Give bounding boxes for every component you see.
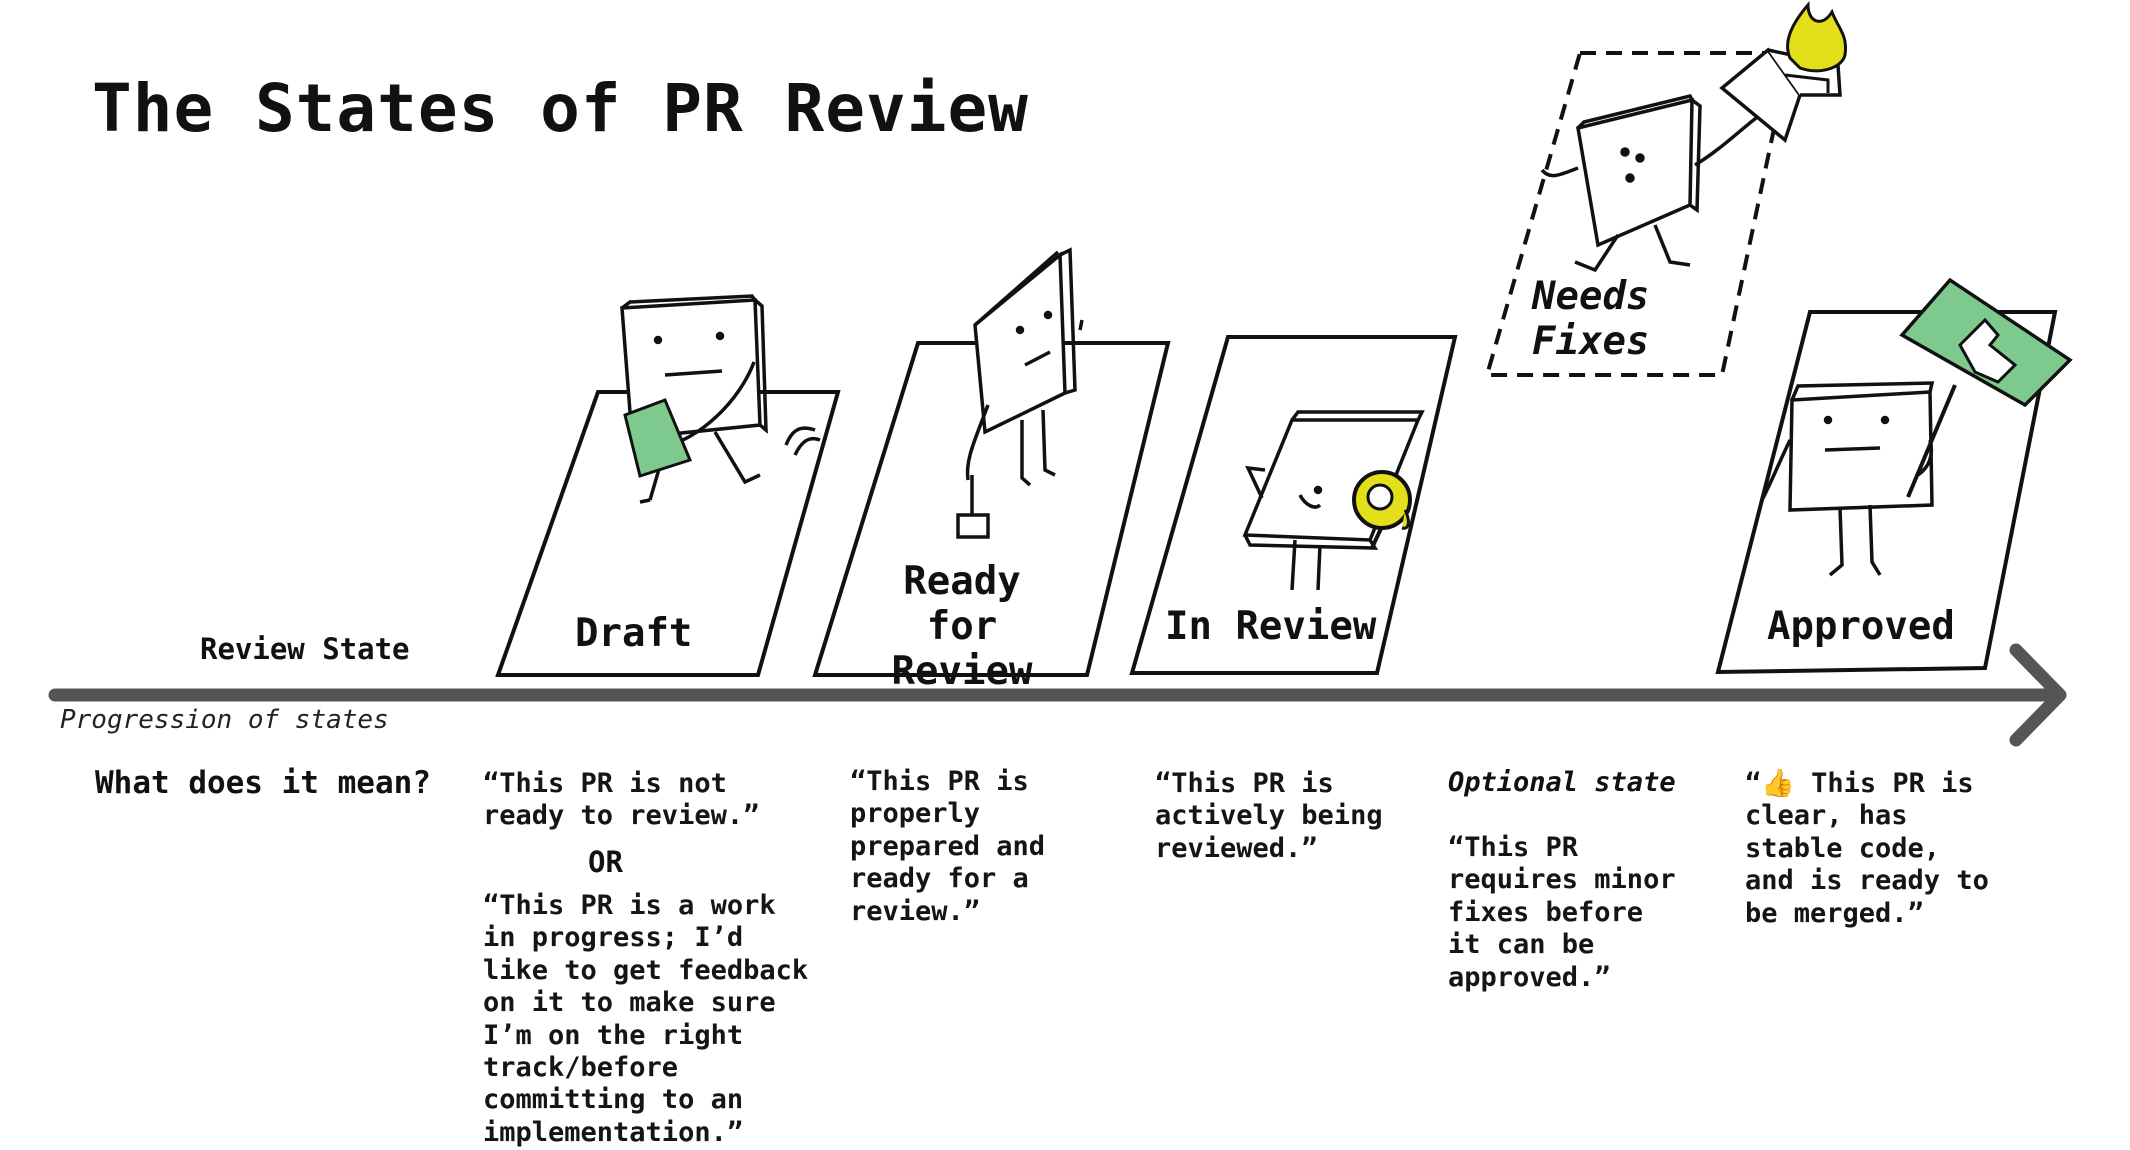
ready-card: [812, 341, 1171, 677]
document-character-icon: [1540, 93, 1762, 273]
description-approved: “👍 This PR is clear, has stable code, an…: [1745, 768, 1989, 929]
description-needs-fixes: “This PR requires minor fixes before it …: [1448, 832, 1676, 993]
draft-stage: [495, 294, 841, 677]
hiking-stick-icon: [956, 475, 990, 539]
description-in-review: “This PR is actively being reviewed.”: [1155, 768, 1383, 864]
meaning-row-label: What does it mean?: [95, 765, 431, 801]
thumbs-up-sign-icon: [1899, 277, 2073, 498]
document-character-icon: [1760, 381, 1935, 577]
progression-label: Progression of states: [60, 705, 389, 735]
description-ready: “This PR is properly prepared and ready …: [850, 766, 1046, 927]
optional-state-note: Optional state: [1448, 767, 1676, 798]
document-character-icon: [965, 247, 1084, 487]
description-draft-or: OR: [588, 845, 623, 879]
approved-stage: [1715, 277, 2073, 675]
review-state-row-label: Review State: [200, 632, 410, 666]
description-draft-alt: “This PR is a work in progress; I’d like…: [483, 890, 809, 1148]
laptop-on-fire-icon: [1719, 0, 1848, 143]
in-review-stage: [1129, 335, 1458, 675]
needs-fixes-stage: [1484, 0, 1848, 377]
green-paper-icon: [623, 398, 693, 478]
page-title: The States of PR Review: [92, 70, 1029, 147]
ready-stage: [812, 247, 1171, 677]
stage-label-needs-fixes: Needs Fixes: [1532, 274, 1650, 364]
stage-label-approved: Approved: [1767, 604, 1955, 649]
progression-arrow: [48, 643, 2067, 747]
stage-label-in-review: In Review: [1165, 604, 1377, 649]
magnifying-glass-icon: [1352, 470, 1412, 549]
stage-label-draft: Draft: [575, 611, 693, 656]
stage-label-ready: Ready for Review: [891, 559, 1033, 694]
description-draft: “This PR is not ready to review.”: [483, 768, 760, 832]
